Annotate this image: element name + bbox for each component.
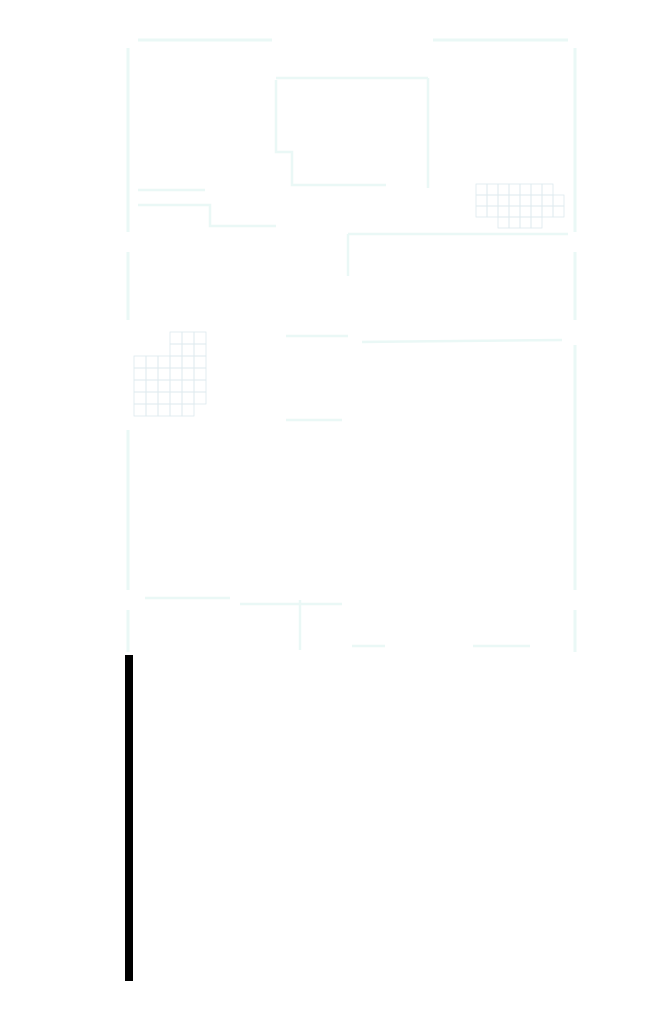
floor-tile [193,355,207,369]
room-wall-mid-long [361,338,563,344]
floor-tile [552,194,565,207]
floor-tile [508,216,521,229]
floor-tile [497,216,510,229]
floor-tile [193,379,207,393]
floor-tile [133,355,147,369]
floor-tile [193,331,207,345]
floor-tile [508,194,521,207]
floor-tile [133,391,147,405]
floor-tile [475,183,488,196]
floor-tile [133,403,147,417]
floor-tile [530,194,543,207]
floor-tile [193,391,207,405]
floor-tile [169,355,183,369]
floor-tile [181,367,195,381]
floor-tile [181,355,195,369]
floor-tile [193,343,207,357]
floor-tile [157,379,171,393]
room-wall-center-top [274,80,386,187]
floor-tile [497,205,510,218]
floor-tile [530,183,543,196]
floor-tile [508,205,521,218]
floor-tile [475,205,488,218]
floor-tile [541,194,554,207]
floor-tile [145,403,159,417]
floor-tile [519,205,532,218]
floor-tile [133,379,147,393]
floor-tile [530,205,543,218]
floor-tile [181,343,195,357]
room-wall-left-step [138,203,276,228]
floor-tile [530,216,543,229]
floor-tile [486,183,499,196]
floor-tile [169,403,183,417]
floor-tile [508,183,521,196]
floor-tile [193,367,207,381]
floor-tile [145,355,159,369]
floor-tile [497,183,510,196]
floor-tile [497,194,510,207]
floor-tile [145,391,159,405]
floor-tile [157,391,171,405]
tile-area-left [133,331,207,417]
floor-tile [181,379,195,393]
inner-walls [138,76,568,650]
vertical-scrollbar[interactable] [125,655,133,981]
floor-tile [519,216,532,229]
outer-walls [126,38,577,652]
floor-tile [541,205,554,218]
floor-tile [145,367,159,381]
floor-tile [169,331,183,345]
floor-tile [181,403,195,417]
floor-tile [519,183,532,196]
floor-tile [519,194,532,207]
floor-tile [157,355,171,369]
floor-tile [475,194,488,207]
floor-tile [133,367,147,381]
tile-area-upper [475,183,565,229]
floor-tile [541,183,554,196]
floor-tile [169,379,183,393]
floor-tile [145,379,159,393]
floor-tile [486,194,499,207]
floor-tile [486,205,499,218]
floor-tile [169,343,183,357]
floor-tile [181,331,195,345]
floor-tile [169,367,183,381]
floor-tile [552,205,565,218]
floor-tile [181,391,195,405]
floor-tile [157,403,171,417]
floor-tile [169,391,183,405]
floor-tile [157,367,171,381]
